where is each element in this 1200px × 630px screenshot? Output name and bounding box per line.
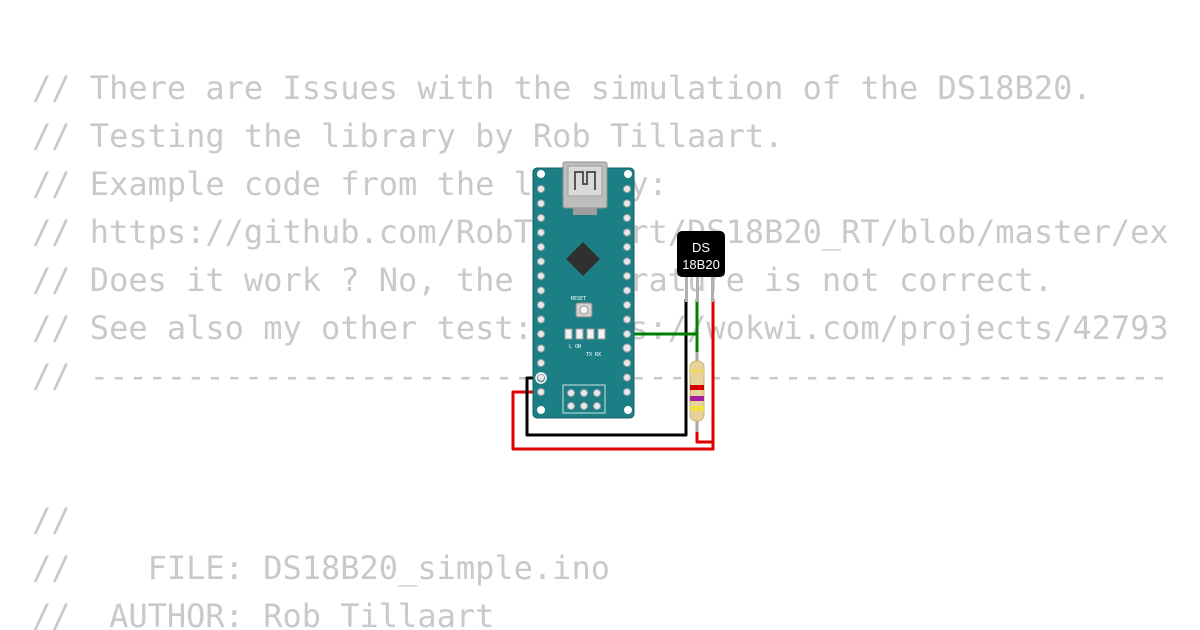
header-pin[interactable] [623, 214, 631, 222]
d2-pin-marker [622, 343, 632, 353]
reset-button[interactable] [575, 302, 593, 318]
header-pin[interactable] [623, 330, 631, 338]
header-pin[interactable] [537, 286, 545, 295]
wires [511, 298, 715, 451]
pullup-resistor[interactable] [689, 352, 705, 432]
sensor-body [677, 231, 725, 277]
header-pin[interactable] [537, 185, 545, 193]
wire-red-pullup[interactable] [695, 430, 715, 444]
arduino-nano-board[interactable]: RESET L ON TX RX [532, 161, 635, 419]
header-pin[interactable] [623, 286, 631, 295]
right-pin-header[interactable] [623, 185, 631, 396]
mounting-hole [624, 406, 632, 414]
header-pin[interactable] [537, 373, 545, 382]
sensor-pin-vcc [711, 270, 714, 302]
code-line: // Example code from the library: [32, 165, 668, 203]
header-pin[interactable] [623, 243, 631, 251]
header-pin[interactable] [537, 272, 545, 280]
mounting-hole [537, 406, 545, 414]
header-pin[interactable] [623, 199, 631, 208]
txrx-silk-label: TX RX [586, 352, 601, 358]
code-line: // See also my other test: https://wokwi… [32, 309, 1168, 347]
header-pin[interactable] [537, 228, 545, 237]
header-pin[interactable] [623, 185, 631, 193]
code-line: // There are Issues with the simulation … [32, 69, 1092, 107]
resistor-band-2 [690, 385, 704, 390]
wire-black-gnd[interactable] [525, 298, 688, 437]
mounting-hole [624, 170, 632, 178]
status-leds [564, 328, 606, 340]
led-silk-label: L ON [569, 344, 581, 350]
resistor-band-4 [690, 406, 704, 411]
header-pin[interactable] [623, 272, 631, 280]
header-pin[interactable] [623, 228, 631, 237]
mounting-hole [537, 170, 545, 178]
sensor-label-line1: DS [692, 240, 710, 255]
code-line: // [32, 501, 71, 539]
resistor-band-3 [690, 396, 704, 401]
header-pin[interactable] [537, 257, 545, 266]
header-pin[interactable] [537, 344, 545, 353]
header-pin[interactable] [537, 315, 545, 324]
header-pin[interactable] [537, 359, 545, 367]
gnd-pin-marker [535, 372, 547, 384]
code-line: // AUTHOR: Rob Tillaart [32, 597, 495, 630]
header-pin[interactable] [537, 199, 545, 208]
sensor-pin-gnd [685, 270, 688, 302]
icsp-header [562, 384, 606, 414]
left-pin-header[interactable] [537, 185, 545, 396]
header-pin[interactable] [623, 388, 631, 396]
code-line: // Testing the library by Rob Tillaart. [32, 117, 784, 155]
header-pin[interactable] [623, 373, 631, 382]
sensor-pin-data [696, 270, 699, 302]
header-pin[interactable] [623, 257, 631, 266]
sensor-label-line2: 18B20 [682, 257, 720, 272]
header-pin[interactable] [623, 315, 631, 324]
wire-red-vcc[interactable] [511, 298, 715, 451]
header-pin[interactable] [537, 214, 545, 222]
code-line: // FILE: DS18B20_simple.ino [32, 549, 610, 587]
header-pin[interactable] [537, 330, 545, 338]
header-pin[interactable] [623, 301, 631, 309]
reset-silk-label: RESET [571, 296, 586, 302]
header-pin[interactable] [623, 359, 631, 367]
microcontroller-chip [566, 242, 600, 276]
usb-connector [562, 161, 608, 215]
header-pin[interactable] [537, 243, 545, 251]
ds18b20-sensor[interactable]: DS 18B20 [677, 231, 725, 302]
header-pin[interactable] [537, 388, 545, 396]
header-pin[interactable] [537, 301, 545, 309]
resistor-band-1 [690, 369, 704, 373]
